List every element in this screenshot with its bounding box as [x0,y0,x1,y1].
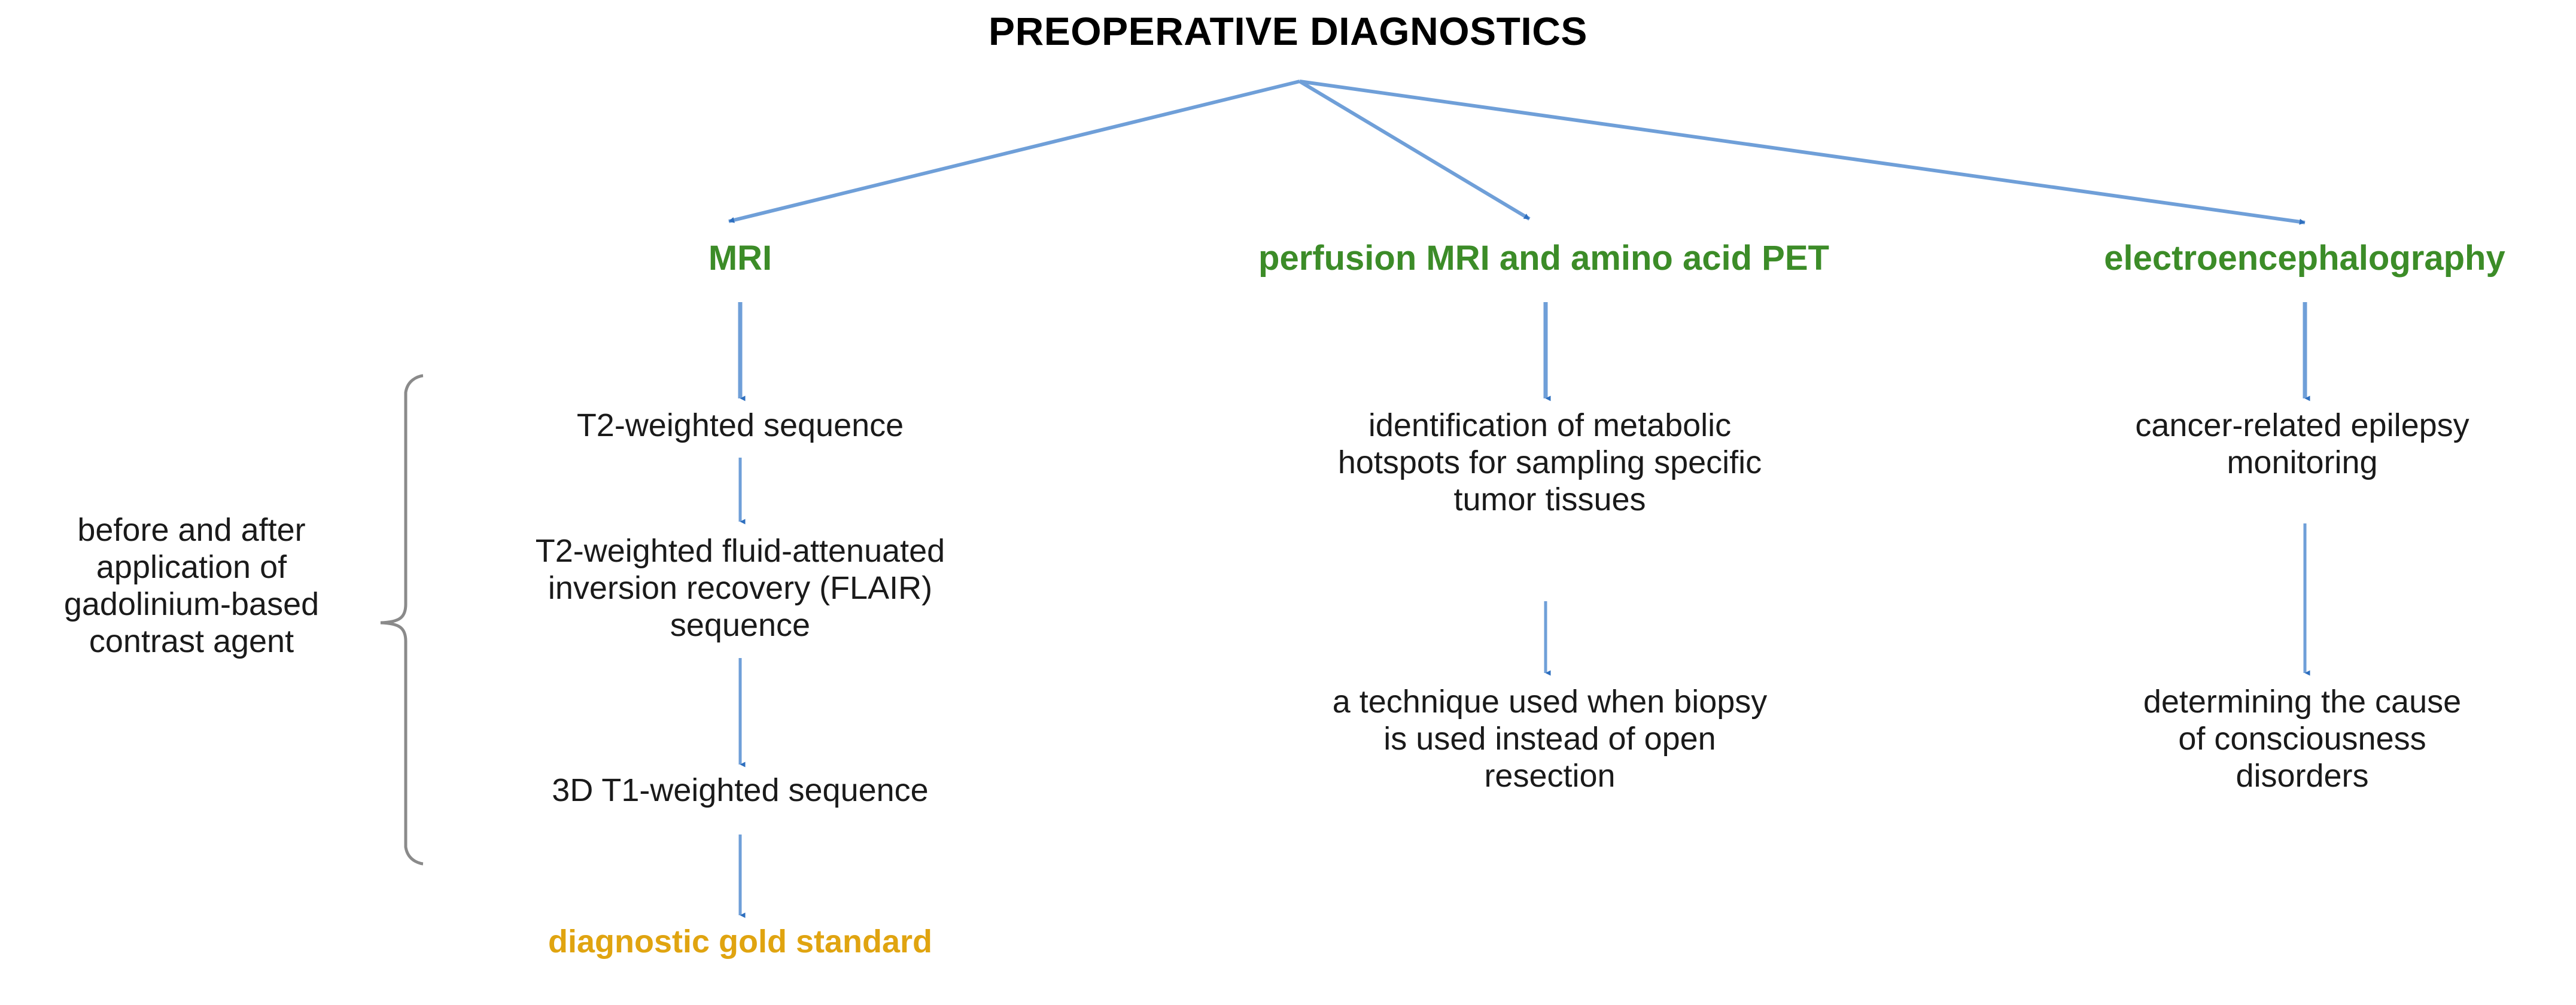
branch-header-mri[interactable]: MRI [708,239,773,278]
node-biopsy-line-1: a technique used when biopsy [1332,684,1768,720]
node-flair-line-1: T2-weighted fluid-attenuated [535,533,945,569]
node-hotspots-line-3: tumor tissues [1453,482,1646,517]
node-hotspots-line-2: hotspots for sampling specific [1337,444,1762,480]
contrast-agent-line-1: before and after [77,512,306,548]
node-t2-line-1: T2-weighted sequence [576,407,904,443]
node-flair-line-3: sequence [670,607,811,643]
node-cancer-related-epilepsy-monitoring: cancer-related epilepsy monitoring [2028,407,2576,481]
fanout-arrows [728,80,2306,225]
arrow-title-to-eeg [1299,80,2306,225]
node-epilepsy-line-1: cancer-related epilepsy [2135,407,2469,443]
node-metabolic-hotspots: identification of metabolic hotspots for… [1191,407,1909,518]
node-disorders-line-1: determining the cause [2143,684,2462,720]
node-biopsy-line-2: is used instead of open [1383,721,1716,757]
node-biopsy-technique: a technique used when biopsy is used ins… [1191,683,1909,794]
node-hotspots-line-1: identification of metabolic [1368,407,1732,443]
contrast-agent-label: before and after application of gadolini… [6,511,377,660]
node-biopsy-line-3: resection [1484,758,1616,794]
node-t1-line-1: 3D T1-weighted sequence [552,772,929,808]
node-epilepsy-line-2: monitoring [2227,444,2378,480]
node-t2-weighted-sequence: T2-weighted sequence [441,407,1039,444]
node-3d-t1-weighted-sequence: 3D T1-weighted sequence [441,772,1039,809]
page-title: PREOPERATIVE DIAGNOSTICS [989,9,1587,53]
contrast-agent-line-2: application of [96,549,287,585]
node-flair-sequence: T2-weighted fluid-attenuated inversion r… [411,532,1069,644]
node-diagnostic-gold-standard: diagnostic gold standard [548,924,933,960]
arrow-title-to-perfusion [1298,80,1531,221]
branch-header-perfusion[interactable]: perfusion MRI and amino acid PET [1258,239,1829,278]
branch-header-electroencephalography[interactable]: electroencephalography [2104,239,2505,278]
node-consciousness-disorders: determining the cause of consciousness d… [2028,683,2576,794]
contrast-agent-line-4: contrast agent [89,623,294,659]
arrow-title-to-mri [728,80,1300,223]
contrast-agent-line-3: gadolinium-based [63,586,320,622]
node-disorders-line-3: disorders [2236,758,2369,794]
node-flair-line-2: inversion recovery (FLAIR) [548,570,933,606]
node-disorders-line-2: of consciousness [2178,721,2426,757]
